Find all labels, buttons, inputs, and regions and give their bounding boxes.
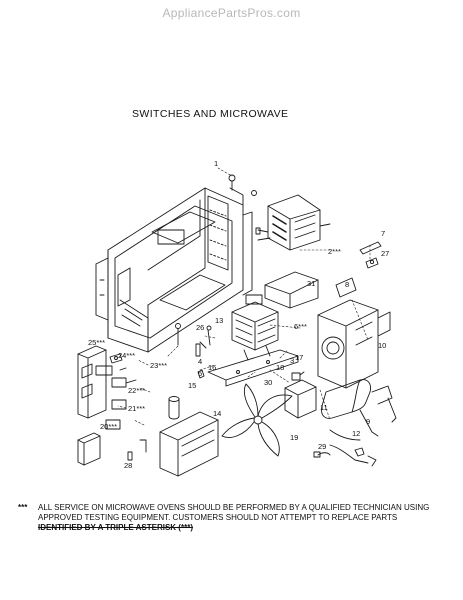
callout-21: 21*** <box>128 404 145 413</box>
callout-17: 17 <box>295 353 303 362</box>
bracket-part <box>264 271 357 309</box>
fan-motor-part <box>284 371 317 419</box>
callout-4: 4 <box>198 357 202 366</box>
callout-27: 27 <box>381 249 389 258</box>
callout-9: 9 <box>366 417 370 426</box>
callout-1: 1 <box>214 159 218 168</box>
footnote-line-3: IDENTIFIED BY A TRIPLE ASTERISK (***) <box>38 523 193 532</box>
oven-cavity-frame <box>95 174 257 353</box>
capacitor-part <box>321 379 397 437</box>
transformer-part <box>255 194 331 251</box>
callout-29: 29 <box>318 442 326 451</box>
door-switch-assembly <box>77 345 137 430</box>
air-duct-part <box>317 299 391 389</box>
callout-25: 25*** <box>88 338 105 347</box>
callout-28: 28 <box>124 461 132 470</box>
callout-6: 6*** <box>294 322 307 331</box>
callout-22: 22*** <box>128 386 145 395</box>
leader-lines <box>117 167 371 426</box>
callout-31: 31 <box>307 279 315 288</box>
callout-19: 19 <box>290 433 298 442</box>
thermal-fuse-part <box>359 241 382 269</box>
footnote-marker: *** <box>18 503 28 512</box>
diagram-title: SWITCHES AND MICROWAVE <box>132 108 289 120</box>
lower-switch-part <box>77 432 147 466</box>
callout-5: 5 <box>198 369 202 378</box>
callout-24: 24*** <box>118 351 135 360</box>
callout-labels: 1 2*** 7 27 8 31 10 13 26 6*** 25*** 24*… <box>88 159 389 470</box>
footnote-line-1: ALL SERVICE ON MICROWAVE OVENS SHOULD BE… <box>38 503 430 512</box>
callout-23: 23*** <box>150 361 167 370</box>
service-footnote: *** ALL SERVICE ON MICROWAVE OVENS SHOUL… <box>18 503 448 533</box>
callout-13: 13 <box>215 316 223 325</box>
callout-8: 8 <box>345 280 349 289</box>
callout-20: 20*** <box>100 422 117 431</box>
magnetron-part <box>231 294 279 361</box>
callout-10: 10 <box>378 341 386 350</box>
callout-30: 30 <box>264 378 272 387</box>
callout-14: 14 <box>213 409 221 418</box>
cover-part <box>159 411 219 477</box>
footnote-line-2: APPROVED TESTING EQUIPMENT. CUSTOMERS SH… <box>38 513 398 522</box>
callout-16: 16 <box>208 363 216 372</box>
fan-blade-part <box>221 383 293 457</box>
callout-11: 11 <box>320 403 328 412</box>
callout-26: 26 <box>196 323 204 332</box>
callout-12: 12 <box>352 429 360 438</box>
callout-18: 18 <box>276 363 284 372</box>
callout-3: 3 <box>290 356 294 365</box>
site-watermark: AppliancePartsPros.com <box>162 6 301 20</box>
callout-7: 7 <box>381 229 385 238</box>
guide-plate-part <box>207 349 299 387</box>
callout-2: 2*** <box>328 247 341 256</box>
wire-harness-part <box>313 429 377 467</box>
callout-15: 15 <box>188 381 196 390</box>
small-parts <box>168 325 212 420</box>
